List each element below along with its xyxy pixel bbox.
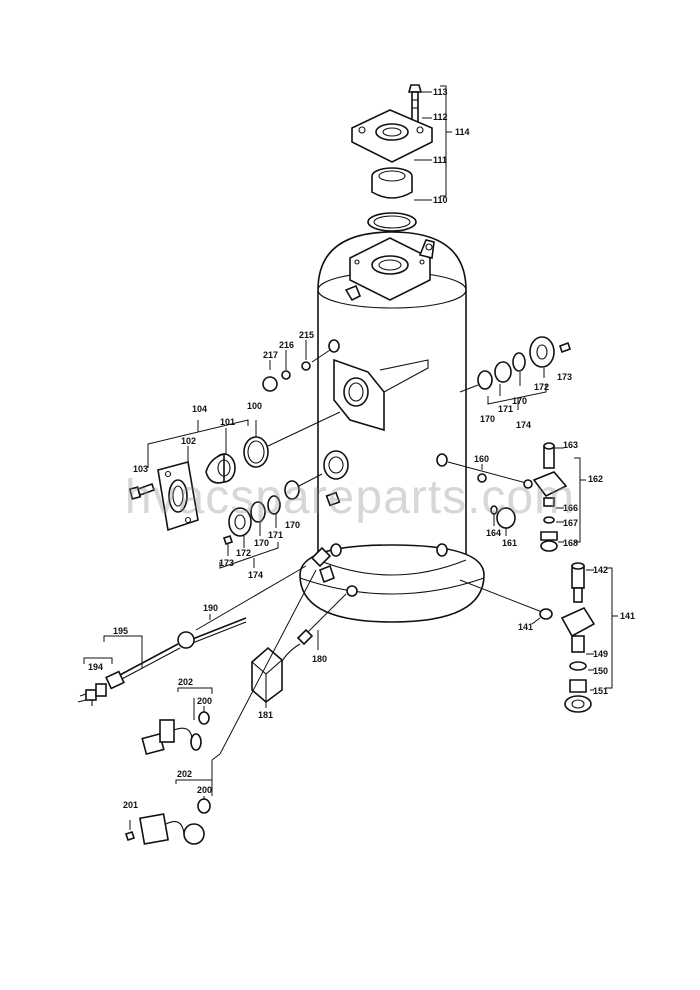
label-172-left: 172 — [236, 548, 251, 558]
label-173-left: 173 — [219, 558, 234, 568]
valve-assembly-141 — [459, 562, 618, 713]
label-215: 215 — [299, 330, 314, 340]
label-100: 100 — [247, 401, 262, 411]
label-173-right: 173 — [557, 372, 572, 382]
receiver-vessel — [299, 231, 485, 623]
label-163: 163 — [563, 440, 578, 450]
plug-assembly-215 — [262, 340, 331, 392]
label-174-left: 174 — [248, 570, 263, 580]
label-164: 164 — [486, 528, 501, 538]
right-flange-assembly — [459, 336, 572, 410]
label-168: 168 — [563, 538, 578, 548]
label-174-right: 174 — [516, 420, 531, 430]
label-200-upper: 200 — [197, 696, 212, 706]
label-160: 160 — [474, 454, 489, 464]
label-151: 151 — [593, 686, 608, 696]
label-201: 201 — [123, 800, 138, 810]
label-217: 217 — [263, 350, 278, 360]
left-sight-flange-assembly — [219, 473, 323, 569]
label-172-right: 172 — [534, 382, 549, 392]
label-170-right-b: 170 — [512, 396, 527, 406]
label-111: 111 — [433, 155, 447, 165]
label-167: 167 — [563, 518, 578, 528]
label-103: 103 — [133, 464, 148, 474]
top-flange-assembly — [351, 84, 452, 232]
heater-assembly — [251, 593, 347, 708]
pressure-switch-assembly-upper — [141, 569, 317, 756]
pressure-switch-assembly-lower — [124, 753, 221, 845]
label-202-upper: 202 — [178, 677, 193, 687]
label-112: 112 — [433, 112, 448, 122]
label-170-left-upper: 170 — [285, 520, 300, 530]
label-141-left: 141 — [518, 622, 533, 632]
label-181: 181 — [258, 710, 273, 720]
label-166: 166 — [563, 503, 578, 513]
label-104: 104 — [192, 404, 207, 414]
label-142: 142 — [593, 565, 608, 575]
label-102: 102 — [181, 436, 196, 446]
label-162: 162 — [588, 474, 603, 484]
label-161: 161 — [502, 538, 517, 548]
left-flange-assembly — [128, 411, 341, 532]
label-114: 114 — [455, 127, 470, 137]
label-141-right: 141 — [620, 611, 635, 621]
label-150: 150 — [593, 666, 608, 676]
label-113: 113 — [433, 87, 448, 97]
label-171-left: 171 — [268, 530, 283, 540]
label-170-right-a: 170 — [480, 414, 495, 424]
level-sensor-assembly — [77, 565, 307, 706]
label-110: 110 — [433, 195, 448, 205]
label-195: 195 — [113, 626, 128, 636]
label-194: 194 — [88, 662, 103, 672]
label-190: 190 — [203, 603, 218, 613]
label-171-right: 171 — [498, 404, 513, 414]
label-170-left: 170 — [254, 538, 269, 548]
label-202-lower: 202 — [177, 769, 192, 779]
label-180: 180 — [312, 654, 327, 664]
label-200-lower: 200 — [197, 785, 212, 795]
label-149: 149 — [593, 649, 608, 659]
label-216: 216 — [279, 340, 294, 350]
valve-assembly-162 — [447, 442, 586, 552]
label-101: 101 — [220, 417, 235, 427]
